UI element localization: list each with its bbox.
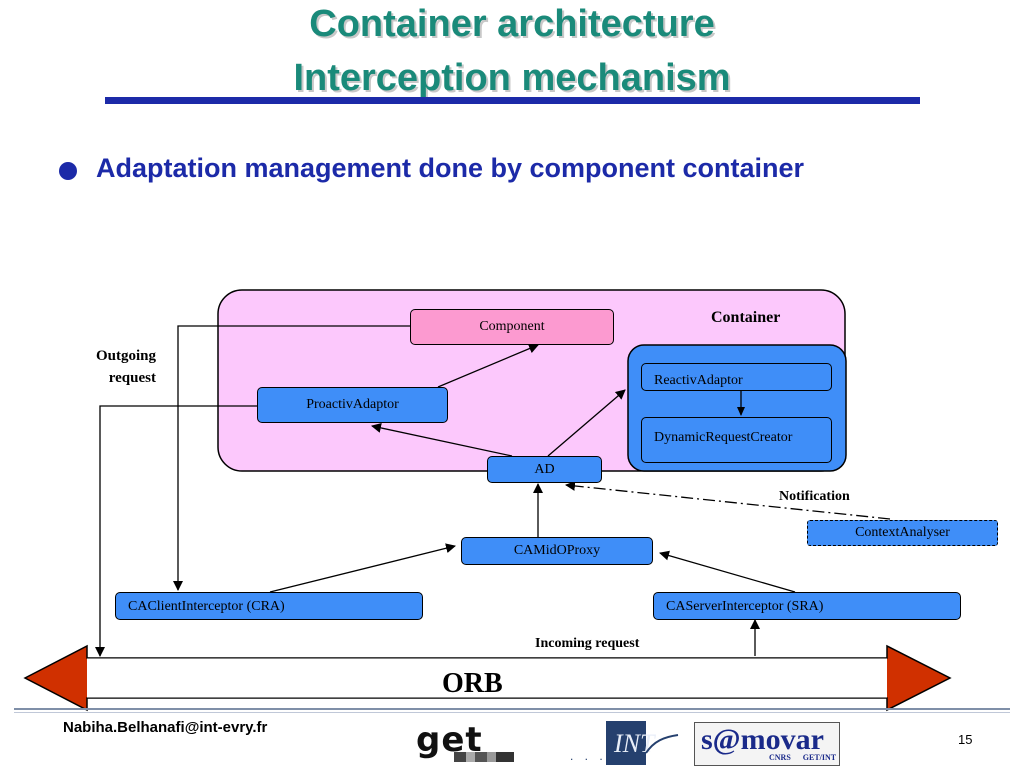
arrow-ad-to-proactiv <box>371 422 513 457</box>
author-email: Nabiha.Belhanafi@int-evry.fr <box>63 719 268 736</box>
footer-rule-thin <box>14 712 1010 713</box>
reactiv-adaptor-label: ReactivAdaptor <box>654 373 743 388</box>
component-box: Component <box>410 309 614 345</box>
outgoing-request-line1: Outgoing <box>95 348 156 364</box>
component-label: Component <box>479 319 545 334</box>
slide-title-line2: Interception mechanism <box>293 57 731 99</box>
camido-proxy-box: CAMidOProxy <box>461 537 653 565</box>
arrow-component-to-cra <box>173 325 410 591</box>
ad-box: AD <box>487 456 602 483</box>
arrow-notification <box>565 480 891 520</box>
context-analyser-label: ContextAnalyser <box>855 525 950 540</box>
bullet-dot-icon <box>59 162 77 180</box>
context-analyser-box: ContextAnalyser <box>807 520 998 546</box>
server-interceptor-box: CAServerInterceptor (SRA) <box>653 592 961 620</box>
int-logo-dots: . . . <box>570 749 607 763</box>
arrow-proactiv-to-orb <box>95 405 258 657</box>
get-logo-strip <box>454 752 514 762</box>
container-label: Container <box>711 309 781 326</box>
ad-label: AD <box>534 461 555 477</box>
int-logo-swoosh <box>645 734 679 754</box>
int-logo-square <box>606 721 646 765</box>
notification-label: Notification <box>779 489 850 504</box>
camido-proxy-label: CAMidOProxy <box>513 543 601 558</box>
footer-rule <box>14 708 1010 710</box>
outgoing-request-line2: request <box>108 370 156 386</box>
orb-label: ORB <box>442 668 503 699</box>
incoming-request-label: Incoming request <box>535 636 640 651</box>
proactiv-adaptor-label: ProactivAdaptor <box>306 397 399 412</box>
dynamic-request-creator-box: DynamicRequestCreator <box>641 417 832 463</box>
orb-inner-band <box>87 658 887 698</box>
proactiv-adaptor-box: ProactivAdaptor <box>257 387 448 423</box>
samovar-logo-text: s@movar <box>701 723 824 756</box>
client-interceptor-box: CAClientInterceptor (CRA) <box>115 592 423 620</box>
server-interceptor-label: CAServerInterceptor (SRA) <box>666 599 824 614</box>
samovar-logo-subtext: CNRS GET/INT <box>769 753 837 762</box>
title-underline <box>105 97 920 104</box>
dynamic-request-creator-label: DynamicRequestCreator <box>654 430 793 445</box>
arrow-ad-to-reactiv <box>547 389 626 457</box>
reactiv-adaptor-box: ReactivAdaptor <box>641 363 832 391</box>
arrow-cra-to-proxy <box>269 543 456 593</box>
bullet-text: Adaptation management done by component … <box>96 153 805 183</box>
arrow-proactiv-to-component <box>437 343 539 388</box>
get-logo: get <box>416 720 520 764</box>
slide-title-line1: Container architecture <box>309 3 715 45</box>
client-interceptor-label: CAClientInterceptor (CRA) <box>128 599 285 614</box>
outgoing-request-label: Outgoing request <box>60 345 156 389</box>
page-number: 15 <box>958 732 973 747</box>
int-logo-text: INT <box>614 729 655 758</box>
arrow-sra-to-proxy <box>659 550 796 593</box>
samovar-logo: s@movar CNRS GET/INT <box>694 722 840 766</box>
int-logo: . . . INT <box>570 721 680 765</box>
